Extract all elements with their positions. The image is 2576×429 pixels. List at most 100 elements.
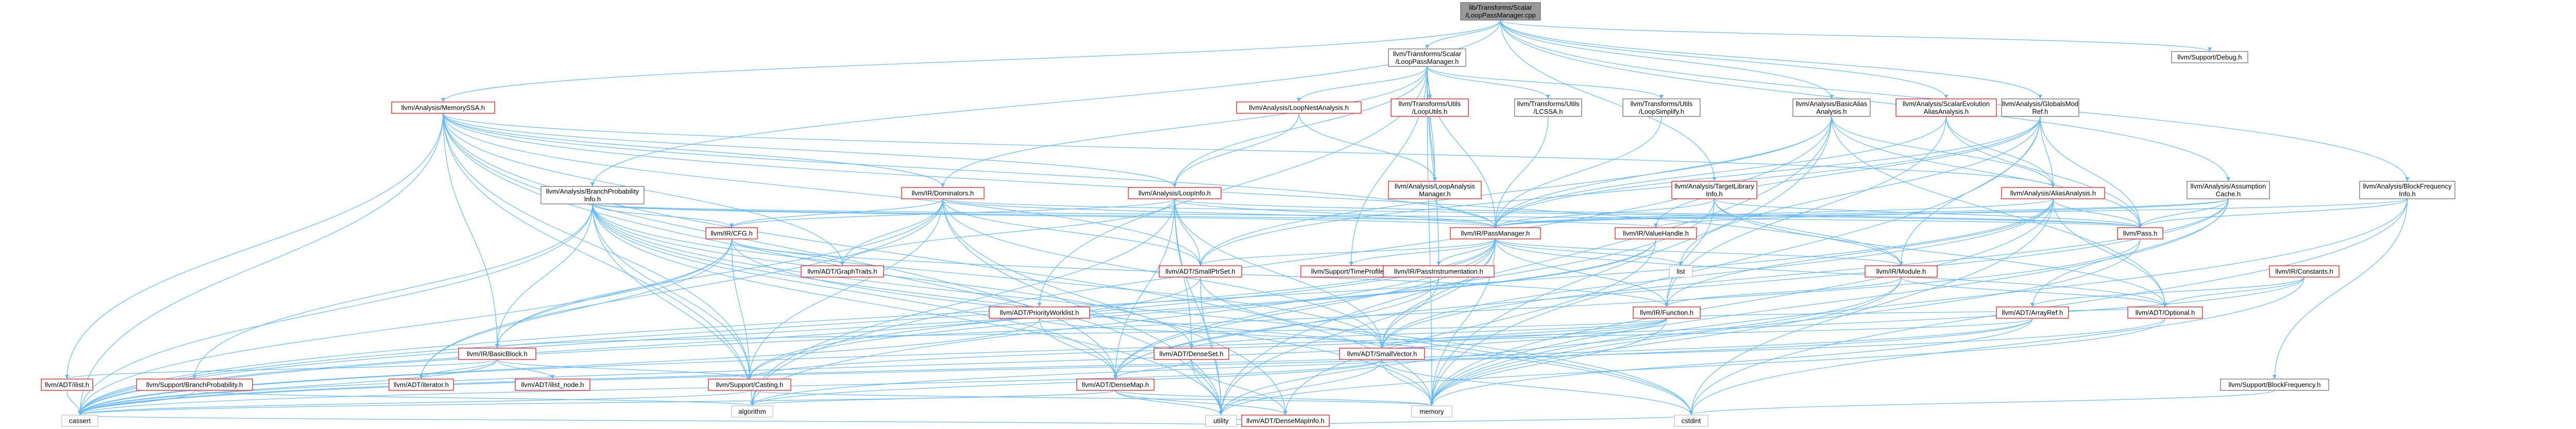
node-box-densemapinfo[interactable]: [1241, 415, 1330, 427]
node-box-loopsimplify[interactable]: [1622, 98, 1701, 117]
node-box-globalsmodref[interactable]: [2001, 98, 2079, 117]
node-box-arrayref[interactable]: [1996, 306, 2069, 319]
node-box-cfg[interactable]: [705, 227, 758, 239]
node-domtree[interactable]: llvm/IR/Dominators.h: [901, 187, 985, 199]
node-smallvector[interactable]: llvm/ADT/SmallVector.h: [1339, 348, 1425, 360]
node-denseset[interactable]: llvm/ADT/DenseSet.h: [1154, 348, 1229, 360]
node-densemap[interactable]: llvm/ADT/DenseMap.h: [1076, 379, 1155, 391]
node-box-basicblock[interactable]: [458, 348, 536, 360]
node-casting[interactable]: llvm/Support/Casting.h: [708, 379, 791, 391]
node-box-lpm_h[interactable]: [1388, 48, 1466, 67]
node-cstdint[interactable]: cstdint: [1674, 415, 1708, 427]
node-utility[interactable]: utility: [1205, 415, 1237, 427]
node-box-cassert[interactable]: [61, 415, 98, 427]
node-box-bprob[interactable]: [136, 379, 253, 391]
node-cassert[interactable]: cassert: [61, 415, 98, 427]
node-function[interactable]: llvm/IR/Function.h: [1633, 306, 1701, 319]
node-box-ilist[interactable]: [41, 379, 93, 391]
node-list[interactable]: list: [1669, 265, 1693, 278]
node-loopinfo[interactable]: llvm/Analysis/LoopInfo.h: [1128, 187, 1222, 199]
node-ilist[interactable]: llvm/ADT/ilist.h: [41, 379, 93, 391]
node-box-domtree[interactable]: [901, 187, 985, 199]
node-box-smallvector[interactable]: [1339, 348, 1425, 360]
node-algorithm[interactable]: algorithm: [731, 405, 773, 418]
node-box-sbfreq[interactable]: [2220, 379, 2329, 391]
node-valuehandle[interactable]: llvm/IR/ValueHandle.h: [1615, 227, 1697, 239]
node-box-basicaa[interactable]: [1792, 98, 1871, 117]
node-box-iterator[interactable]: [388, 379, 454, 391]
node-box-passinstr[interactable]: [1383, 265, 1495, 278]
node-lnest[interactable]: llvm/Analysis/LoopNestAnalysis.h: [1236, 101, 1362, 114]
node-box-valuehandle[interactable]: [1615, 227, 1697, 239]
node-box-ilistnode[interactable]: [515, 379, 590, 391]
node-memory[interactable]: memory: [1411, 405, 1452, 418]
node-arrayref[interactable]: llvm/ADT/ArrayRef.h: [1996, 306, 2069, 319]
node-box-smallptrset[interactable]: [1159, 265, 1242, 278]
node-box-aa[interactable]: [2001, 187, 2105, 199]
node-lpm_h[interactable]: llvm/Transforms/Scalar/LoopPassManager.h: [1388, 48, 1466, 67]
node-box-bfi[interactable]: [2359, 181, 2455, 199]
node-box-graphtraits[interactable]: [801, 265, 884, 278]
node-pwl[interactable]: llvm/ADT/PriorityWorklist.h: [989, 306, 1090, 319]
node-box-lnest[interactable]: [1236, 101, 1362, 114]
node-box-list[interactable]: [1669, 265, 1693, 278]
node-densemapinfo[interactable]: llvm/ADT/DenseMapInfo.h: [1241, 415, 1330, 427]
node-box-bpi[interactable]: [540, 186, 645, 204]
node-box-module[interactable]: [1865, 265, 1938, 278]
node-pass[interactable]: llvm/Pass.h: [2117, 227, 2163, 239]
node-box-optional[interactable]: [2127, 306, 2203, 319]
node-aa[interactable]: llvm/Analysis/AliasAnalysis.h: [2001, 187, 2105, 199]
node-scev_aa[interactable]: llvm/Analysis/ScalarEvolutionAliasAnalys…: [1895, 98, 1997, 117]
node-lcssa[interactable]: llvm/Transforms/Utils/LCSSA.h: [1514, 98, 1582, 117]
node-box-utility[interactable]: [1205, 415, 1237, 427]
node-iterator[interactable]: llvm/ADT/iterator.h: [388, 379, 454, 391]
node-box-densemap[interactable]: [1076, 379, 1155, 391]
node-passmanager[interactable]: llvm/IR/PassManager.h: [1450, 227, 1541, 239]
node-box-passmanager[interactable]: [1450, 227, 1541, 239]
node-root[interactable]: lib/Transforms/Scalar/LoopPassManager.cp…: [1460, 2, 1541, 21]
node-box-loopinfo[interactable]: [1128, 187, 1222, 199]
node-box-denseset[interactable]: [1154, 348, 1229, 360]
node-optional[interactable]: llvm/ADT/Optional.h: [2127, 306, 2203, 319]
node-ilistnode[interactable]: llvm/ADT/ilist_node.h: [515, 379, 590, 391]
node-loopsimplify[interactable]: llvm/Transforms/Utils/LoopSimplify.h: [1622, 98, 1701, 117]
node-box-lcssa[interactable]: [1514, 98, 1582, 117]
node-debug[interactable]: llvm/Support/Debug.h: [2171, 51, 2248, 63]
node-bprob[interactable]: llvm/Support/BranchProbability.h: [136, 379, 253, 391]
node-box-root[interactable]: [1460, 2, 1541, 21]
node-box-constants[interactable]: [2269, 265, 2340, 278]
node-box-assumption[interactable]: [2187, 181, 2270, 199]
node-passinstr[interactable]: llvm/IR/PassInstrumentation.h: [1383, 265, 1495, 278]
node-box-loopsutils[interactable]: [1391, 98, 1469, 117]
node-box-debug[interactable]: [2171, 51, 2248, 63]
node-box-pass[interactable]: [2117, 227, 2163, 239]
node-sbfreq[interactable]: llvm/Support/BlockFrequency.h: [2220, 379, 2329, 391]
node-box-memory[interactable]: [1411, 405, 1452, 418]
node-box-cstdint[interactable]: [1674, 415, 1708, 427]
node-timefolder[interactable]: llvm/Support/TimeProfiler.h: [1300, 265, 1402, 278]
node-box-pwl[interactable]: [989, 306, 1090, 319]
node-box-function[interactable]: [1633, 306, 1701, 319]
node-smallptrset[interactable]: llvm/ADT/SmallPtrSet.h: [1159, 265, 1242, 278]
node-memoryssa[interactable]: llvm/Analysis/MemorySSA.h: [391, 101, 495, 114]
edge-densemapinfo-to-cstdint: [1285, 415, 1692, 427]
node-loopsutils[interactable]: llvm/Transforms/Utils/LoopUtils.h: [1391, 98, 1469, 117]
node-box-lam[interactable]: [1388, 181, 1482, 199]
node-cfg[interactable]: llvm/IR/CFG.h: [705, 227, 758, 239]
node-box-tli[interactable]: [1671, 181, 1757, 199]
node-basicblock[interactable]: llvm/IR/BasicBlock.h: [458, 348, 536, 360]
node-graphtraits[interactable]: llvm/ADT/GraphTraits.h: [801, 265, 884, 278]
node-box-memoryssa[interactable]: [391, 101, 495, 114]
node-box-scev_aa[interactable]: [1895, 98, 1997, 117]
node-box-algorithm[interactable]: [731, 405, 773, 418]
node-module[interactable]: llvm/IR/Module.h: [1865, 265, 1938, 278]
node-box-casting[interactable]: [708, 379, 791, 391]
node-constants[interactable]: llvm/IR/Constants.h: [2269, 265, 2340, 278]
